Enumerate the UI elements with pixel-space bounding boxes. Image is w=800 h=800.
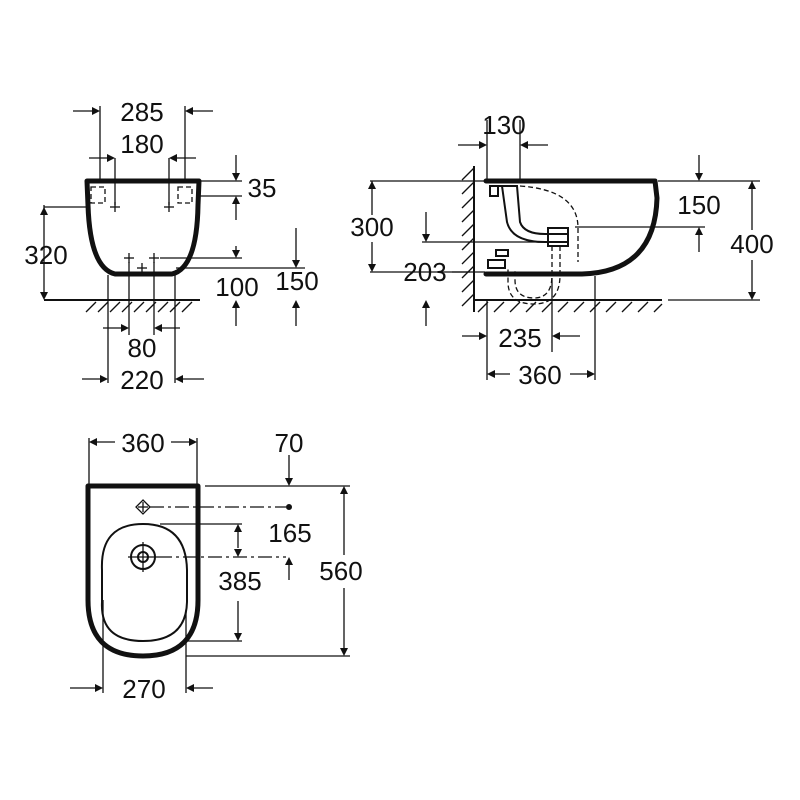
- dim-35: 35: [248, 173, 277, 203]
- bidet-top-outline: [85, 483, 201, 659]
- dim-300: 300: [350, 212, 393, 242]
- dim-220: 220: [120, 365, 163, 395]
- dim-360-side: 360: [518, 360, 561, 390]
- dim-150-front: 150: [275, 266, 318, 296]
- bidet-side-outline: [483, 178, 660, 277]
- wall-hatch: [461, 167, 475, 307]
- dim-560: 560: [319, 556, 362, 586]
- dim-150-side: 150: [677, 190, 720, 220]
- dim-130: 130: [482, 110, 525, 140]
- dim-285: 285: [120, 97, 163, 127]
- dim-203: 203: [403, 257, 446, 287]
- dim-100: 100: [215, 272, 258, 302]
- drain: [128, 542, 158, 572]
- dim-270: 270: [122, 674, 165, 704]
- dim-165: 165: [268, 518, 311, 548]
- bidet-bowl: [100, 522, 188, 643]
- tap-hole: [135, 499, 151, 515]
- dim-385: 385: [218, 566, 261, 596]
- side-view: 130 300 203 150 400 235 360: [350, 110, 773, 390]
- floor-hatch-side: [477, 301, 663, 313]
- dim-320: 320: [24, 240, 67, 270]
- fixing-holes-front: [110, 202, 174, 273]
- floor-hatch-front: [85, 301, 193, 313]
- bidet-front-outline: [84, 178, 202, 277]
- dim-235: 235: [498, 323, 541, 353]
- dim-400: 400: [730, 229, 773, 259]
- dim-80: 80: [128, 333, 157, 363]
- front-view: 285 180 35 320 100 150 80 220: [24, 97, 318, 395]
- top-view: 360 70 165 385 560 270: [70, 428, 363, 704]
- dim-70: 70: [275, 428, 304, 458]
- dim-180: 180: [120, 129, 163, 159]
- dim-360-top: 360: [121, 428, 164, 458]
